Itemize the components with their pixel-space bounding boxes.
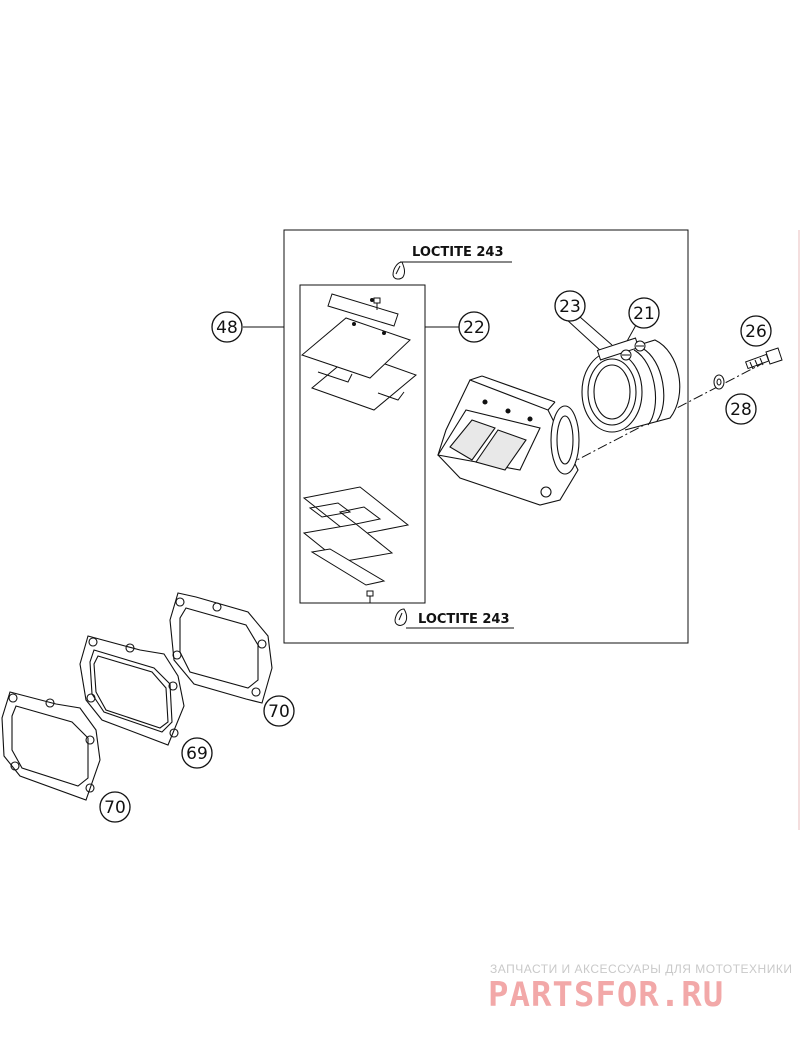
bolt-26 <box>744 347 783 370</box>
intake-rubber-boot <box>581 339 681 433</box>
watermark-brand: PARTSFOR.RU <box>488 975 725 1015</box>
callout-70b-circle <box>99 791 131 823</box>
small-screw-bottom <box>366 590 374 603</box>
callout-48-circle <box>211 311 243 343</box>
callout-26-circle <box>740 315 772 347</box>
callout-22-circle <box>458 311 490 343</box>
gasket-70-lower <box>1 691 101 801</box>
right-edge-strip <box>798 230 800 830</box>
reed-kit-22-frame <box>299 284 426 604</box>
reed-petal-set-lower <box>302 486 410 586</box>
callout-28-circle <box>725 393 757 425</box>
callout-69-circle <box>181 737 213 769</box>
loctite-drop-bottom-icon <box>394 608 408 626</box>
assembly-48-frame <box>283 229 689 644</box>
callout-23-label: 23 <box>559 297 581 317</box>
callout-21-label: 21 <box>633 304 655 324</box>
reed-valve-housing <box>437 375 580 506</box>
washer-28 <box>713 374 725 390</box>
callout-70b-label: 70 <box>104 798 126 818</box>
loctite-label-bottom: LOCTITE 243 <box>418 612 510 627</box>
callout-28-label: 28 <box>730 400 752 420</box>
callout-69-label: 69 <box>186 744 208 764</box>
callout-26-label: 26 <box>745 322 767 342</box>
gasket-70-upper <box>169 592 273 704</box>
hose-clamp-23 <box>596 337 646 361</box>
callout-21-circle <box>628 297 660 329</box>
callout-22-label: 22 <box>463 318 485 338</box>
reed-petal-set-upper <box>300 293 417 411</box>
callout-23-circle <box>554 290 586 322</box>
callout-70a-label: 70 <box>268 702 290 722</box>
gasket-69-middle <box>79 635 185 746</box>
callout-48-label: 48 <box>216 318 238 338</box>
small-screw-top <box>373 297 381 310</box>
callout-70a-circle <box>263 695 295 727</box>
loctite-drop-top-icon <box>392 261 406 280</box>
loctite-label-top: LOCTITE 243 <box>412 245 504 260</box>
watermark-tagline: ЗАПЧАСТИ И АКСЕССУАРЫ ДЛЯ МОТОТЕХНИКИ <box>490 962 793 976</box>
